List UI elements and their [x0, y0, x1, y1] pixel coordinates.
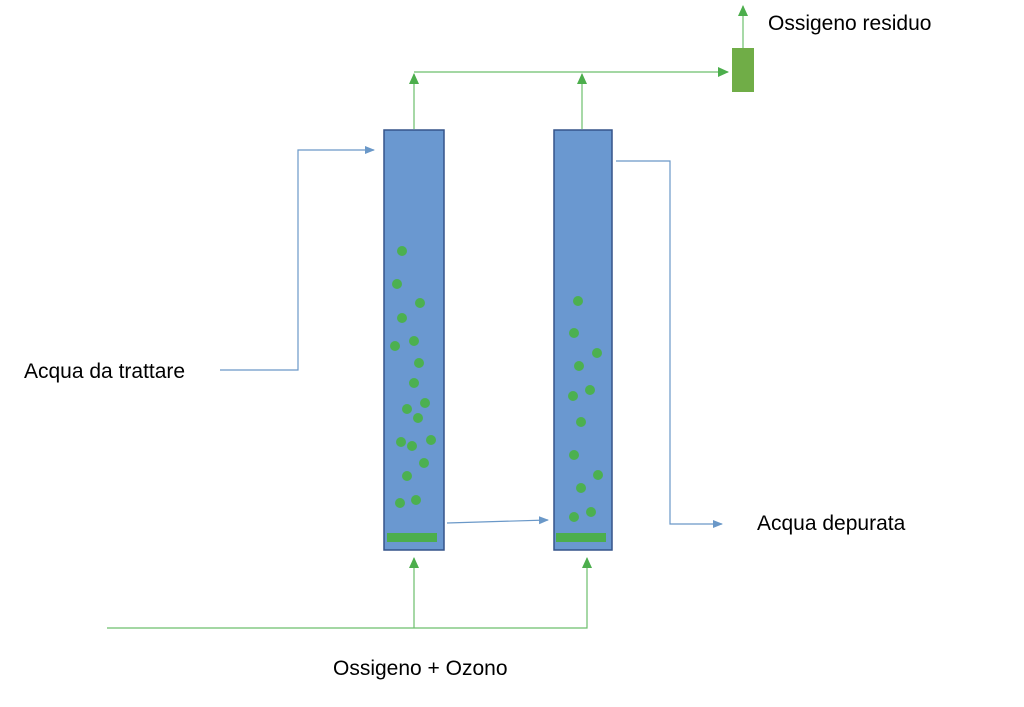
gas-bubble-icon	[402, 471, 412, 481]
gas-bubble-icon	[569, 328, 579, 338]
gas-bubble-icon	[585, 385, 595, 395]
water-outlet-line	[616, 160, 723, 528]
gas-bubble-icon	[415, 298, 425, 308]
water-inlet-label: Acqua da trattare	[24, 360, 185, 383]
gas-bubble-icon	[569, 450, 579, 460]
gas-bubble-icon	[390, 341, 400, 351]
gas-bubble-icon	[397, 246, 407, 256]
gas-bubble-icon	[573, 296, 583, 306]
ozonation-column-2	[553, 129, 613, 551]
gas-bubble-icon	[586, 507, 596, 517]
gas-bubble-icon	[576, 483, 586, 493]
gas-bubble-icon	[413, 413, 423, 423]
gas-inlet-label: Ossigeno + Ozono	[333, 657, 508, 680]
water-transfer-line	[446, 516, 549, 525]
gas-bubble-icon	[568, 391, 578, 401]
gas-bubble-icon	[402, 404, 412, 414]
gas-bubble-icon	[592, 348, 602, 358]
bubbles-column-1	[390, 246, 436, 508]
gas-bubble-icon	[420, 398, 430, 408]
gas-bubble-icon	[576, 417, 586, 427]
gas-bubble-icon	[411, 495, 421, 505]
water-outlet-label: Acqua depurata	[757, 512, 906, 535]
gas-bubble-icon	[396, 437, 406, 447]
gas-bubble-icon	[409, 336, 419, 346]
gas-bubble-icon	[419, 458, 429, 468]
gas-bubble-icon	[593, 470, 603, 480]
gas-bubble-icon	[392, 279, 402, 289]
diffuser-1	[387, 533, 437, 542]
gas-bubble-icon	[397, 313, 407, 323]
bubbles-column-2	[568, 296, 603, 522]
diffuser-2	[556, 533, 606, 542]
ozonation-column-1	[383, 129, 445, 551]
residual-oxygen-label: Ossigeno residuo	[768, 12, 931, 35]
gas-bubble-icon	[407, 441, 417, 451]
gas-bubble-icon	[426, 435, 436, 445]
gas-inlet-line	[107, 557, 592, 629]
gas-bubble-icon	[409, 378, 419, 388]
gas-bubble-icon	[574, 361, 584, 371]
vent-outlet-icon	[732, 48, 754, 92]
gas-bubble-icon	[395, 498, 405, 508]
water-inlet-line	[220, 146, 375, 371]
gas-bubble-icon	[414, 358, 424, 368]
gas-bubble-icon	[569, 512, 579, 522]
